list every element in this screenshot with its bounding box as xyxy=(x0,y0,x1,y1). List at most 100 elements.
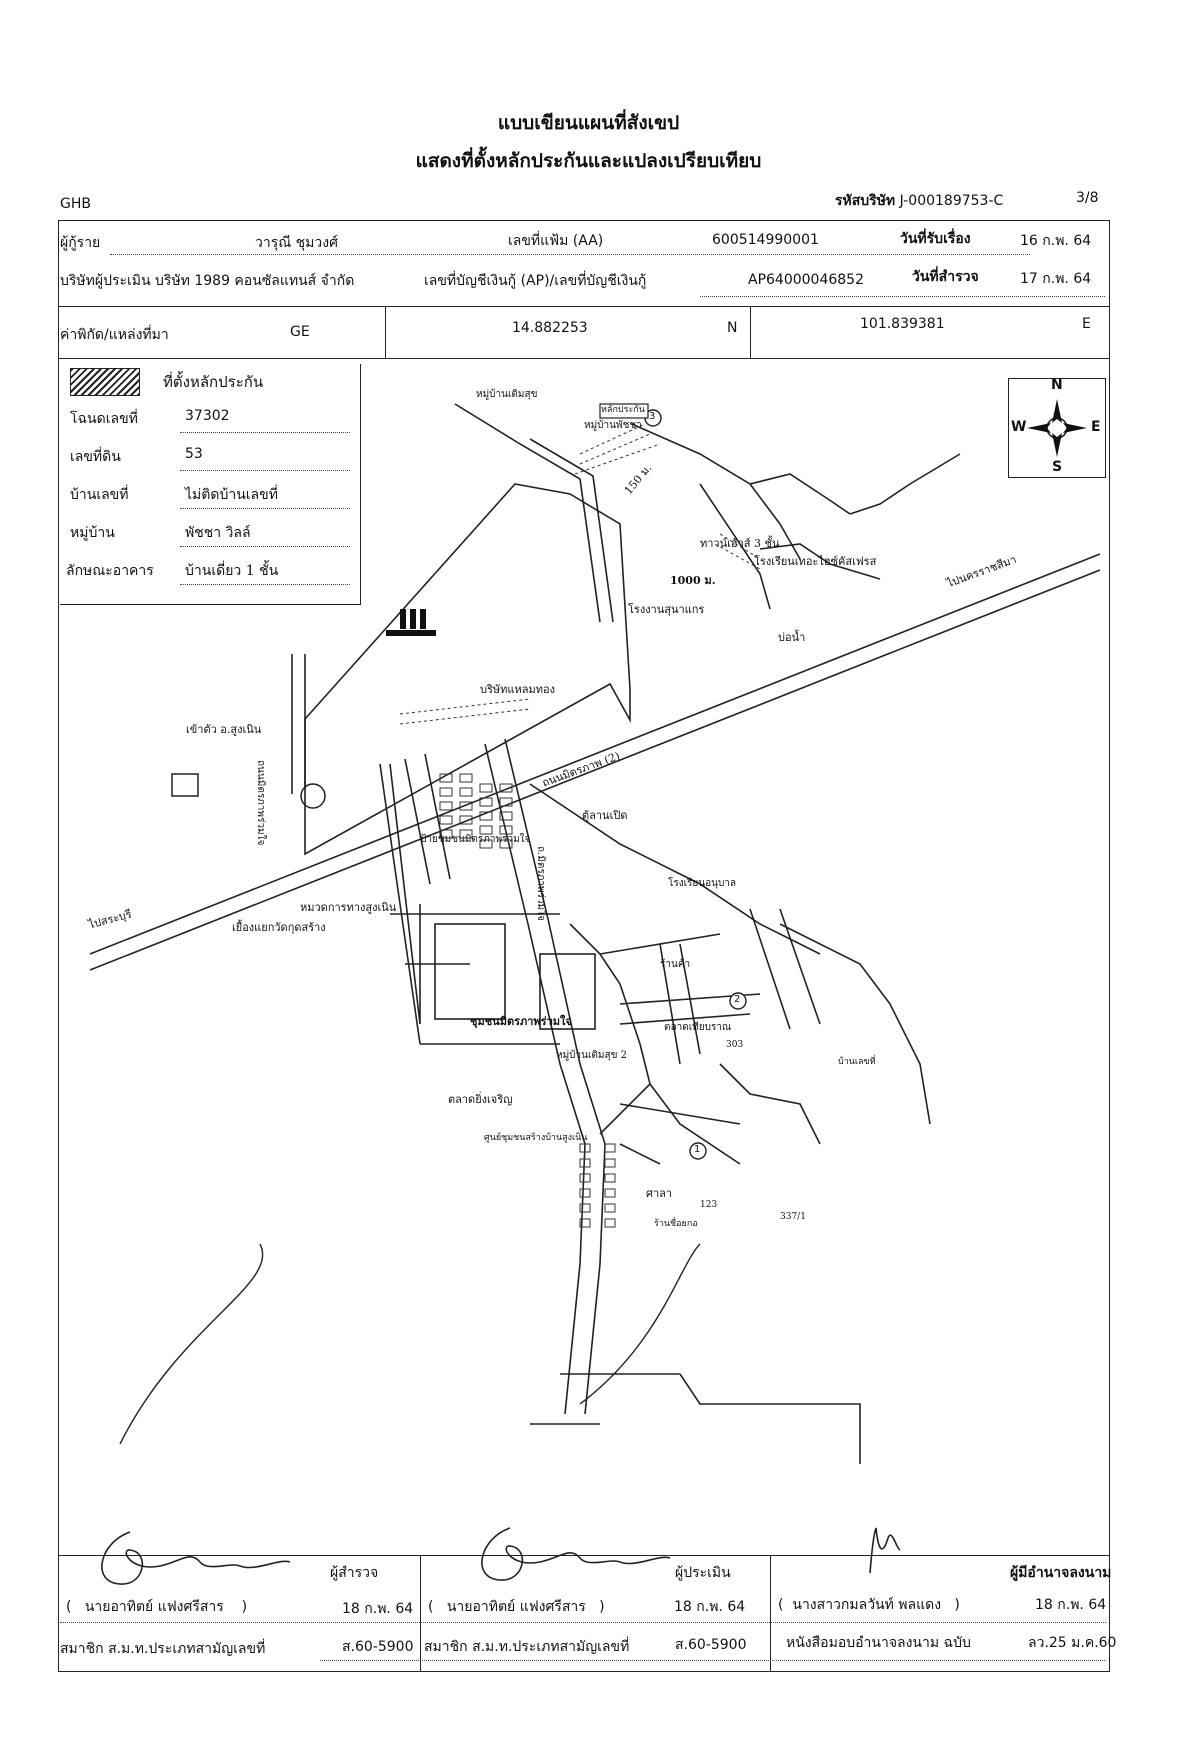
legend-building-value: บ้านเดี่ยว 1 ชั้น xyxy=(185,563,279,579)
doc-subtitle: แสดงที่ตั้งหลักประกันและแปลงเปรียบเทียบ xyxy=(415,150,762,172)
legend-building-label: ลักษณะอาคาร xyxy=(66,563,154,579)
label-road-inner: ถ.มิตรภาพร่วมใจ xyxy=(535,846,546,921)
marker-2-circle xyxy=(729,992,747,1010)
appraiser-company: บริษัทผู้ประเมิน บริษัท 1989 คอนซัลแทนส์… xyxy=(60,270,354,292)
label-center: ศูนย์ชุมชนสร้างบ้านสูงเนิน xyxy=(484,1133,588,1143)
house-grid-2 xyxy=(579,1143,616,1228)
appraiser-role: ผู้ประเมิน xyxy=(675,1565,731,1581)
document-frame xyxy=(58,220,1110,1672)
legend-land-no-label: เลขที่ดิน xyxy=(70,449,121,465)
inner-road-b xyxy=(504,738,606,1415)
label-road-side: ถนนมิตรภาพร่วมใจ xyxy=(255,760,266,846)
poa-no: ลว.25 ม.ค.60 xyxy=(1028,1635,1117,1651)
house-grid-1 xyxy=(439,773,513,849)
label-collateral-tag: หลักประกัน xyxy=(601,405,645,415)
appraiser-label: บริษัทผู้ประเมิน xyxy=(60,273,151,289)
appraiser-date: 18 ก.พ. 64 xyxy=(674,1599,746,1615)
survey-date: 17 ก.พ. 64 xyxy=(1020,271,1092,287)
doc-title: แบบเขียนแผนที่สังเขป xyxy=(497,112,680,134)
survey-label: วันที่สำรวจ xyxy=(912,269,979,285)
marker-2-label: 2 xyxy=(734,994,741,1005)
compass-rose: N S W E xyxy=(1008,377,1106,478)
appraiser-member-no: ส.60-5900 xyxy=(675,1637,747,1653)
borrower-label: ผู้กู้ราย xyxy=(60,235,101,251)
authorized-signature xyxy=(869,1527,901,1574)
label-to-sungnoen: เข้าตัว อ.สูงเนิน xyxy=(186,723,262,736)
surveyor-role: ผู้สำรวจ xyxy=(330,1565,379,1581)
borrower-name: วารุณี ชุมวงศ์ xyxy=(255,235,338,251)
legend-land-no-value: 53 xyxy=(185,446,203,462)
file-no-label: เลขที่แฟ้ม (AA) xyxy=(508,233,604,249)
legend-title-deed-value: 37302 xyxy=(185,408,230,424)
surveyor-signature xyxy=(101,1531,291,1585)
received-date: 16 ก.พ. 64 xyxy=(1020,233,1092,249)
account-label: เลขที่บัญชีเงินกู้ (AP)/เลขที่บัญชีเงินก… xyxy=(424,273,647,289)
highway-line-b xyxy=(89,569,1101,971)
surveyor-date: 18 ก.พ. 64 xyxy=(342,1601,414,1617)
inner-road-a xyxy=(484,743,586,1415)
company-code-value: J-000189753-C xyxy=(899,193,1004,209)
label-community: ชุมชนมิตรภาพร่วมใจ xyxy=(470,1015,572,1028)
legend-village-value: พัชชา วิลล์ xyxy=(185,525,251,541)
factory-icon xyxy=(386,609,436,636)
surveyor-name: นายอาทิตย์ แฟงศรีสาร xyxy=(84,1599,224,1615)
company-parcel xyxy=(304,483,631,856)
company-code-label: รหัสบริษัท xyxy=(835,193,896,209)
authorized-date: 18 ก.พ. 64 xyxy=(1035,1597,1107,1613)
appraiser-name: นายอาทิตย์ แฟงศรีสาร xyxy=(446,1599,586,1615)
label-village-sign: ป้ายชุมชนมิตรภาพร่วมใจ xyxy=(420,834,531,845)
label-village-top: หมู่บ้านเติมสุข xyxy=(476,389,538,400)
authorized-name-line: ( นางสาวกมลวันท์ พลแดง ) xyxy=(778,1597,960,1613)
coord-label: ค่าพิกัด/แหล่งที่มา xyxy=(60,327,169,343)
received-label: วันที่รับเรื่อง xyxy=(900,231,971,247)
label-village2: หมู่บ้านเติมสุข 2 xyxy=(556,1050,627,1061)
collateral-tag-box xyxy=(599,403,649,419)
marker-1-circle xyxy=(689,1142,707,1160)
compass-e: E xyxy=(1091,419,1101,435)
location-map xyxy=(89,403,1101,1464)
label-house: บ้านเลขที่ xyxy=(838,1057,876,1067)
label-temple: เยื้องแยกวัดกุดสร้าง xyxy=(232,921,326,934)
legend-village-label: หมู่บ้าน xyxy=(70,525,115,541)
label-company: บริษัทแหลมทอง xyxy=(480,683,555,696)
legend-title-deed-label: โฉนดเลขที่ xyxy=(70,411,138,427)
legend-house-no-value: ไม่ติดบ้านเลขที่ xyxy=(185,487,278,503)
label-townhouse: ทาวน์เฮ้าส์ 3 ชั้น xyxy=(700,537,780,550)
longitude-dir: E xyxy=(1082,316,1091,332)
appraiser-signature xyxy=(481,1527,671,1581)
coord-source: GE xyxy=(290,324,310,340)
label-market2: ตลาดเทียบราณ xyxy=(664,1022,732,1033)
file-no: 600514990001 xyxy=(712,232,819,248)
collateral-hatch-swatch xyxy=(70,368,140,396)
appraiser-name-line: ( นายอาทิตย์ แฟงศรีสาร ) xyxy=(428,1599,605,1615)
poa-label: หนังสือมอบอำนาจลงนาม ฉบับ xyxy=(786,1635,971,1651)
label-school: โรงเรียนอนุบาล xyxy=(668,878,737,889)
side-road xyxy=(291,654,306,794)
latitude: 14.882253 xyxy=(512,320,588,336)
label-police: หมวดการทางสูงเนิน xyxy=(300,901,397,914)
appraiser-member-label: สมาชิก ส.ม.ท.ประเภทสามัญเลขที่ xyxy=(424,1639,630,1655)
company-code: รหัสบริษัท J-000189753-C xyxy=(835,190,1003,212)
marker-1-label: 1 xyxy=(694,1144,701,1155)
surveyor-member-label: สมาชิก ส.ม.ท.ประเภทสามัญเลขที่ xyxy=(60,1641,266,1657)
label-sala: ศาลา xyxy=(646,1187,673,1200)
compass-icon xyxy=(1027,399,1087,457)
north-road xyxy=(454,403,601,623)
latitude-dir: N xyxy=(727,320,738,336)
label-shop: ร้านค้า xyxy=(660,959,691,970)
page-number: 3/8 xyxy=(1076,190,1099,206)
label-shop2: ร้านชื่อยกอ xyxy=(654,1219,698,1229)
label-pond: บ่อน้ำ xyxy=(778,631,806,644)
label-factory1: โรงเรียนเทอะไฮซ์คัสเฟรส xyxy=(754,555,877,568)
legend-house-no-label: บ้านเลขที่ xyxy=(70,487,129,503)
appraiser-name: บริษัท 1989 คอนซัลแทนส์ จำกัด xyxy=(155,273,355,289)
legend-collateral-label: ที่ตั้งหลักประกัน xyxy=(163,373,264,391)
highway-line-a xyxy=(89,553,1101,955)
label-market: ตลาดยิ่งเจริญ xyxy=(448,1093,513,1106)
police-box xyxy=(171,773,199,797)
surveyor-name-line: ( นายอาทิตย์ แฟงศรีสาร ) xyxy=(66,1599,248,1615)
compass-n: N xyxy=(1051,377,1063,393)
label-kiosk: ตู้ลานเปิด xyxy=(582,809,628,822)
account-no: AP64000046852 xyxy=(748,272,864,288)
label-factory2: โรงงานสุนาแกร xyxy=(628,603,705,616)
